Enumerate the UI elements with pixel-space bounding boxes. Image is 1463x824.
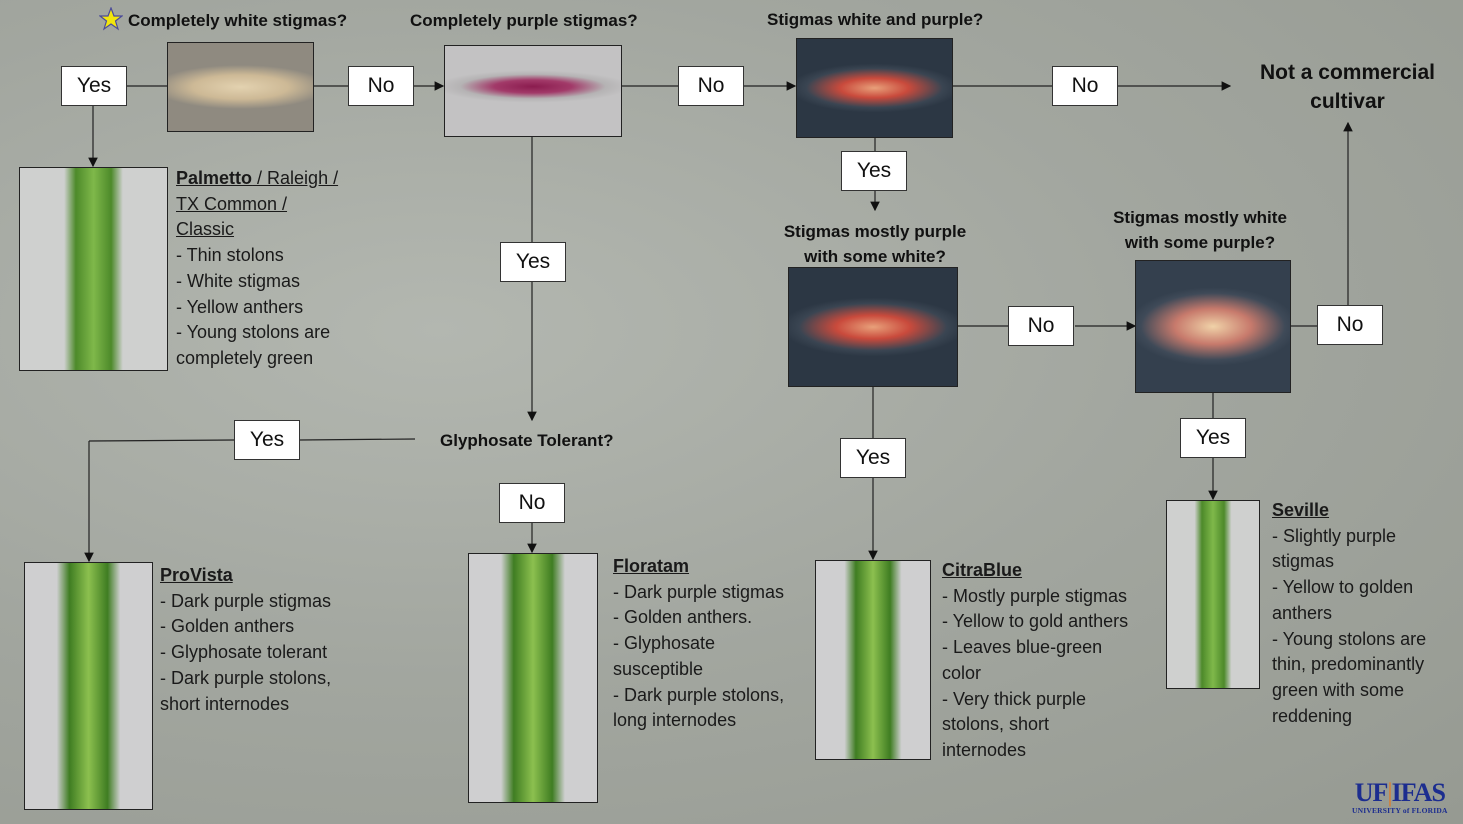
seville-description: Seville - Slightly purple stigmas - Yell… (1272, 498, 1426, 729)
white-purple-stigma-image (796, 38, 953, 138)
purple-stigma-image (444, 45, 622, 137)
citrablue-description: CitraBlue - Mostly purple stigmas - Yell… (942, 558, 1128, 764)
trait-line: - Leaves blue-green (942, 637, 1103, 658)
answer-no-mostly-purple: No (1008, 306, 1074, 346)
trait-line: - Dark purple stolons, (613, 684, 785, 705)
trait-line: completely green (176, 347, 314, 368)
answer-no-white-purple: No (1052, 66, 1118, 106)
answer-no-mostly-white: No (1317, 305, 1383, 345)
cultivar-title: CitraBlue (942, 560, 1023, 580)
trait-line: thin, predominantly (1272, 654, 1425, 675)
trait-line: stigmas (1272, 551, 1335, 572)
mostly-white-stigma-image (1135, 260, 1291, 393)
answer-yes-glyphosate: Yes (234, 420, 300, 460)
trait-line: - Dark purple stolons, (160, 667, 332, 688)
trait-line: - Dark purple stigmas (613, 581, 785, 602)
trait-line: - White stigmas (176, 270, 301, 291)
trait-line: long internodes (613, 710, 737, 731)
trait-line: anthers (1272, 602, 1333, 623)
trait-line: - Dark purple stigmas (160, 590, 332, 611)
floratam-description: Floratam - Dark purple stigmas - Golden … (613, 554, 784, 734)
question-mostly-white: Stigmas mostly white with some purple? (1100, 205, 1300, 255)
palmetto-description: Palmetto / Raleigh / TX Common / Classic… (176, 166, 338, 372)
answer-yes-mostly-white: Yes (1180, 418, 1246, 458)
floratam-image (468, 553, 598, 803)
cultivar-title: ProVista (160, 565, 233, 585)
trait-line: - Yellow to golden (1272, 577, 1414, 598)
star-icon (99, 7, 123, 31)
question-completely-white: Completely white stigmas? (128, 11, 348, 30)
answer-no-glyphosate: No (499, 483, 565, 523)
trait-line: - Young stolons are (176, 322, 331, 343)
citrablue-image (815, 560, 931, 760)
trait-line: - Glyphosate tolerant (160, 642, 328, 663)
question-line: with some purple? (1124, 233, 1276, 252)
trait-line: short internodes (160, 693, 290, 714)
question-glyphosate-tolerant: Glyphosate Tolerant? (440, 431, 614, 450)
answer-no-white: No (348, 66, 414, 106)
trait-line: green with some (1272, 679, 1405, 700)
trait-line: stolons, short (942, 714, 1050, 735)
question-mostly-purple: Stigmas mostly purple with some white? (775, 219, 975, 269)
trait-line: - Mostly purple stigmas (942, 585, 1128, 606)
trait-line: - Very thick purple (942, 688, 1087, 709)
trait-line: - Golden anthers. (613, 607, 753, 628)
logo-ifas: IFAS (1391, 778, 1446, 807)
trait-line: internodes (942, 739, 1027, 760)
answer-yes-mostly-purple: Yes (840, 438, 906, 478)
answer-yes-white: Yes (61, 66, 127, 106)
provista-description: ProVista - Dark purple stigmas - Golden … (160, 563, 331, 717)
mostly-purple-stigma-image (788, 267, 958, 387)
uf-ifas-logo: UF|IFAS UNIVERSITY of FLORIDA (1352, 778, 1448, 816)
provista-image (24, 562, 153, 810)
palmetto-image (19, 167, 168, 371)
white-stigma-image (167, 42, 314, 132)
outcome-not-commercial: Not a commercial cultivar (1245, 58, 1450, 116)
trait-line: reddening (1272, 705, 1353, 726)
seville-image (1166, 500, 1260, 689)
question-white-and-purple: Stigmas white and purple? (767, 10, 984, 29)
logo-subtitle: UNIVERSITY of FLORIDA (1352, 806, 1448, 815)
trait-line: color (942, 662, 982, 683)
trait-line: - Yellow to gold anthers (942, 611, 1129, 632)
answer-no-purple: No (678, 66, 744, 106)
cultivar-title: Floratam (613, 556, 690, 576)
question-line: with some white? (804, 247, 946, 266)
trait-line: - Yellow anthers (176, 296, 304, 317)
cultivar-title: Palmetto (176, 168, 253, 188)
trait-line: - Thin stolons (176, 245, 284, 266)
trait-line: - Golden anthers (160, 616, 295, 637)
trait-line: - Slightly purple (1272, 525, 1397, 546)
question-completely-purple: Completely purple stigmas? (410, 11, 638, 30)
outcome-line: cultivar (1310, 90, 1385, 113)
cultivar-alt-name: Classic (176, 219, 235, 240)
trait-line: susceptible (613, 658, 704, 679)
answer-yes-white-purple: Yes (841, 151, 907, 191)
trait-line: - Young stolons are (1272, 628, 1427, 649)
cultivar-alt-name: / Raleigh / (252, 168, 339, 188)
outcome-line: Not a commercial (1259, 61, 1436, 84)
trait-line: - Glyphosate (613, 633, 716, 654)
question-line: Stigmas mostly purple (783, 222, 967, 241)
logo-uf: UF (1354, 778, 1389, 807)
question-line: Stigmas mostly white (1113, 208, 1287, 227)
answer-yes-purple: Yes (500, 242, 566, 282)
cultivar-title: Seville (1272, 500, 1330, 520)
cultivar-alt-name: TX Common / (176, 193, 288, 214)
